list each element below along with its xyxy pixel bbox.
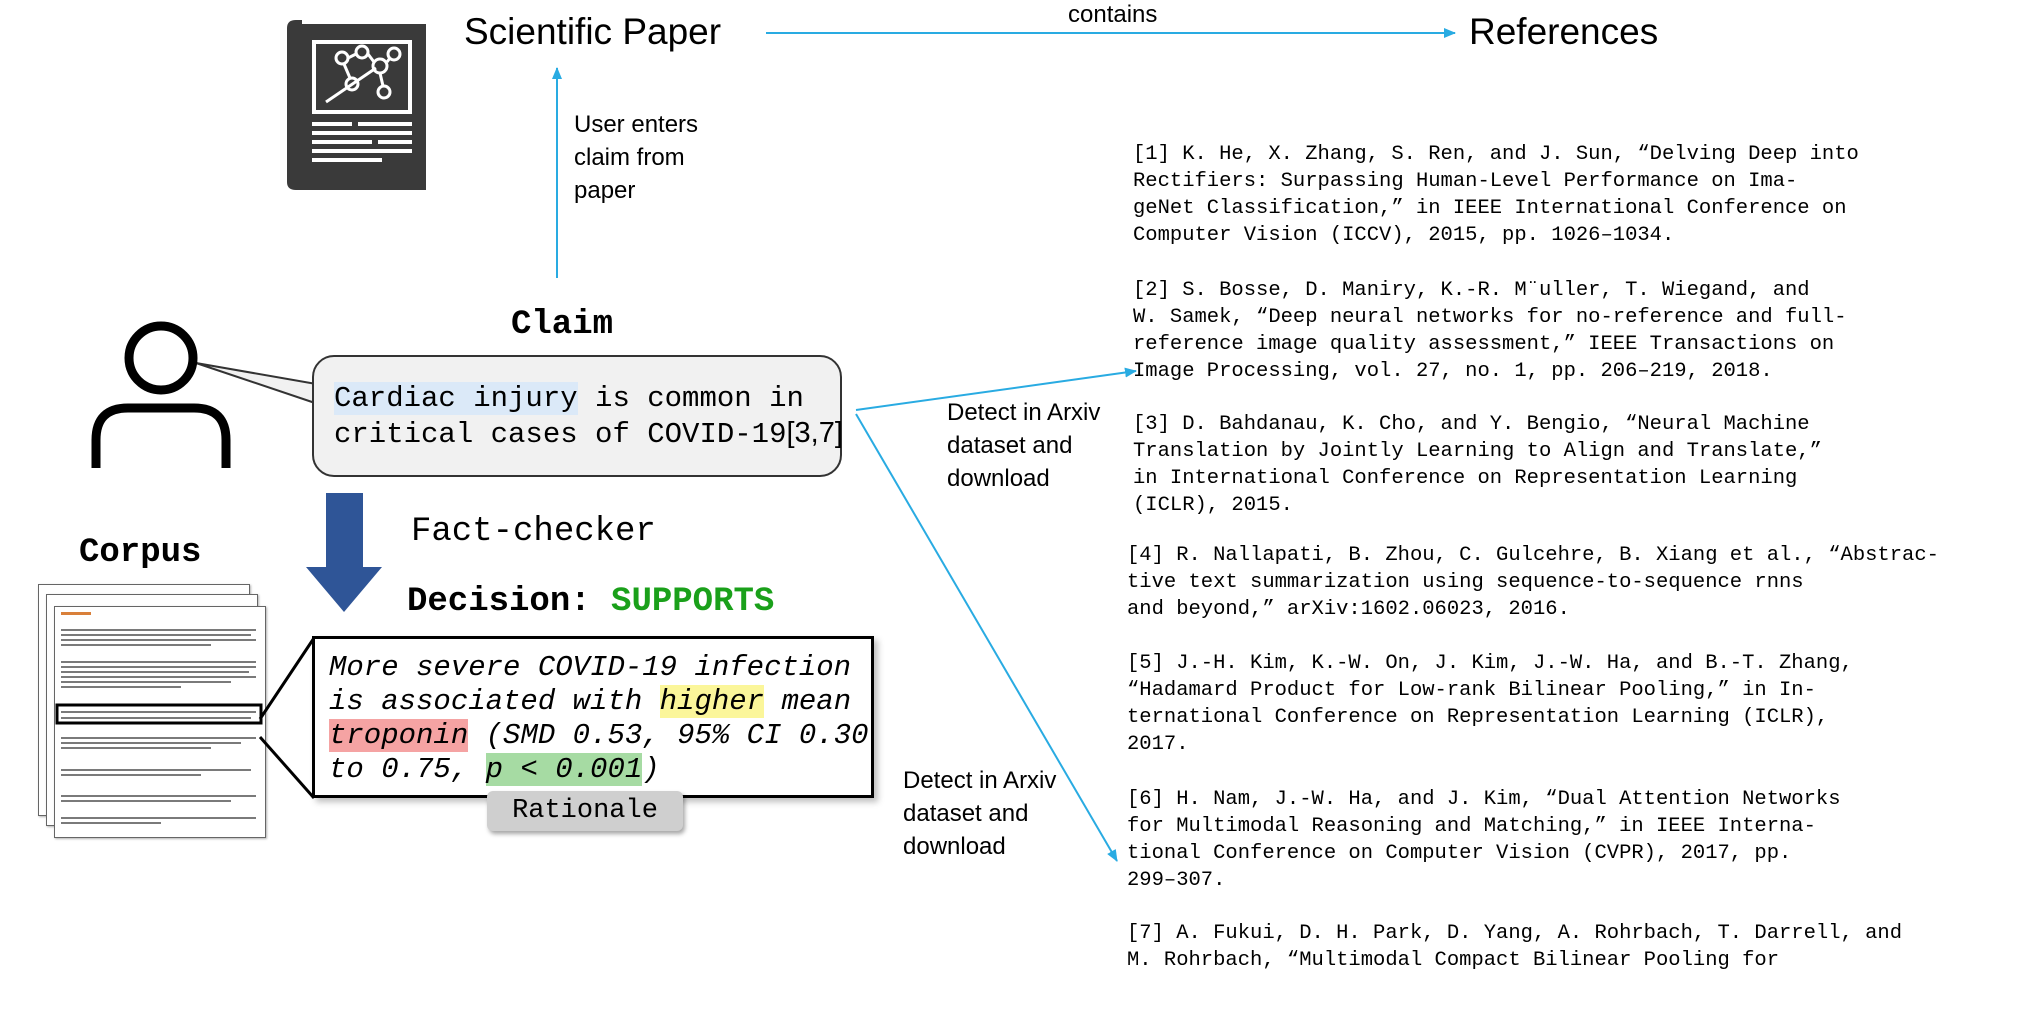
diagram: Scientific Paper References contains Use…	[38, 1, 1939, 972]
reference-6: [6] H. Nam, J.-W. Ha, and J. Kim, “Dual …	[1127, 788, 1841, 892]
claim-heading: Claim	[511, 306, 614, 344]
rationale-line-3: troponin (SMD 0.53, 95% CI 0.30	[329, 719, 869, 752]
rationale-badge: Rationale	[487, 791, 683, 831]
edge-contains-label: contains	[1068, 1, 1158, 28]
big-down-arrow	[306, 493, 382, 612]
references-title: References	[1469, 11, 1659, 52]
claim-line-2: critical cases of COVID-19[3,7]	[334, 417, 843, 451]
reference-4: [4] R. Nallapati, B. Zhou, C. Gulcehre, …	[1127, 544, 1939, 621]
decision: Decision: SUPPORTS	[407, 583, 774, 621]
edge-user-enters-label: User enters claim from paper	[574, 111, 699, 204]
fact-checker-label: Fact-checker	[411, 513, 656, 551]
claim-citation: [3,7]	[786, 417, 843, 449]
corpus-page-front	[54, 606, 266, 838]
rationale-line-4: to 0.75, p < 0.001)	[329, 753, 660, 786]
rationale-line-2: is associated with higher mean	[329, 685, 852, 718]
edge-detect-ref7	[855, 413, 1118, 862]
zoom-connectors	[258, 637, 316, 799]
highlight-pvalue: p < 0.001	[485, 753, 643, 786]
decision-value: SUPPORTS	[611, 583, 775, 621]
highlight-troponin: troponin	[329, 719, 469, 752]
corpus-page-lines	[55, 612, 263, 824]
connectors	[195, 28, 1456, 862]
claim-span-highlight: Cardiac injury	[334, 382, 578, 415]
reference-1: [1] K. He, X. Zhang, S. Ren, and J. Sun,…	[1133, 143, 1859, 247]
reference-3: [3] D. Bahdanau, K. Cho, and Y. Bengio, …	[1133, 413, 1822, 517]
rationale-line-1: More severe COVID-19 infection	[329, 651, 852, 684]
edge-detect-top-label: Detect in Arxiv dataset and download	[947, 399, 1101, 492]
decision-label: Decision:	[407, 583, 591, 621]
reference-5: [5] J.-H. Kim, K.-W. On, J. Kim, J.-W. H…	[1127, 652, 1853, 756]
rationale-box: More severe COVID-19 infection is associ…	[312, 636, 874, 798]
reference-7: [7] A. Fukui, D. H. Park, D. Yang, A. Ro…	[1127, 922, 1903, 972]
claim-line-1: Cardiac injury is common in	[334, 382, 804, 415]
user-icon	[91, 321, 231, 468]
newspaper-icon	[287, 20, 426, 190]
corpus-heading: Corpus	[79, 534, 202, 572]
document-stack-icon	[38, 584, 268, 838]
edge-detect-bottom-label: Detect in Arxiv dataset and download	[903, 767, 1057, 860]
edge-detect-ref3	[855, 367, 1137, 411]
highlight-higher: higher	[659, 685, 765, 718]
reference-2: [2] S. Bosse, D. Maniry, K.-R. M¨uller, …	[1133, 279, 1847, 383]
claim-box: Cardiac injury is common in critical cas…	[312, 355, 843, 477]
paper-title: Scientific Paper	[464, 11, 722, 52]
